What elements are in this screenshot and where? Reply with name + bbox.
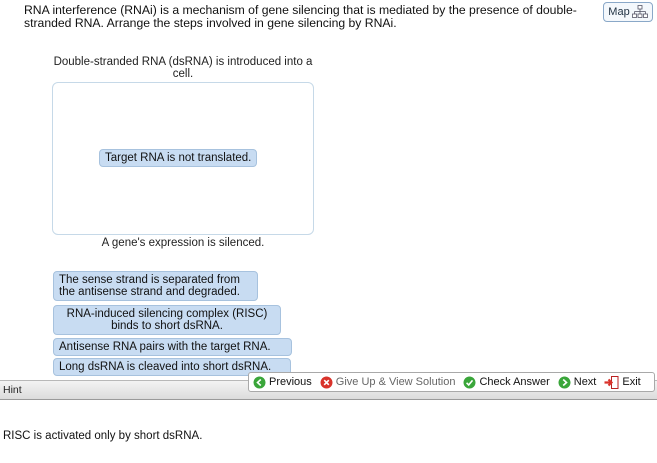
sequence-end-label: A gene's expression is silenced. — [101, 237, 265, 249]
check-answer-button[interactable]: Check Answer — [463, 376, 550, 389]
map-button[interactable]: Map — [603, 2, 653, 22]
sequence-drop-zone[interactable]: Target RNA is not translated. — [52, 82, 314, 235]
tile-long-dsrna[interactable]: Long dsRNA is cleaved into short dsRNA. — [53, 358, 291, 376]
nav-toolbar: Previous Give Up & View Solution Check A… — [248, 372, 655, 392]
placed-tile[interactable]: Target RNA is not translated. — [99, 149, 258, 167]
tile-antisense-pairs[interactable]: Antisense RNA pairs with the target RNA. — [53, 338, 292, 356]
check-answer-label: Check Answer — [479, 376, 550, 388]
feedback-text: RISC is activated only by short dsRNA. — [3, 430, 203, 442]
x-circle-icon — [320, 376, 333, 389]
tile-risc-binds[interactable]: RNA-induced silencing complex (RISC) bin… — [53, 305, 281, 335]
previous-button[interactable]: Previous — [253, 376, 312, 389]
exit-door-icon — [604, 375, 619, 389]
check-icon — [463, 376, 476, 389]
next-button[interactable]: Next — [558, 376, 597, 389]
next-label: Next — [573, 376, 597, 388]
tile-sense-strand[interactable]: The sense strand is separated from the a… — [53, 271, 258, 301]
map-button-label: Map — [608, 6, 630, 18]
exit-button[interactable]: Exit — [604, 375, 641, 389]
sequence-start-label: Double-stranded RNA (dsRNA) is introduce… — [53, 56, 313, 80]
question-text: RNA interference (RNAi) is a mechanism o… — [24, 3, 577, 30]
give-up-label: Give Up & View Solution — [335, 376, 456, 388]
map-tree-icon — [631, 5, 648, 19]
exit-label: Exit — [622, 376, 641, 388]
arrow-left-icon — [253, 376, 266, 389]
hint-label[interactable]: Hint — [3, 384, 22, 396]
give-up-button[interactable]: Give Up & View Solution — [320, 376, 456, 389]
previous-label: Previous — [269, 376, 312, 388]
arrow-right-icon — [558, 376, 571, 389]
